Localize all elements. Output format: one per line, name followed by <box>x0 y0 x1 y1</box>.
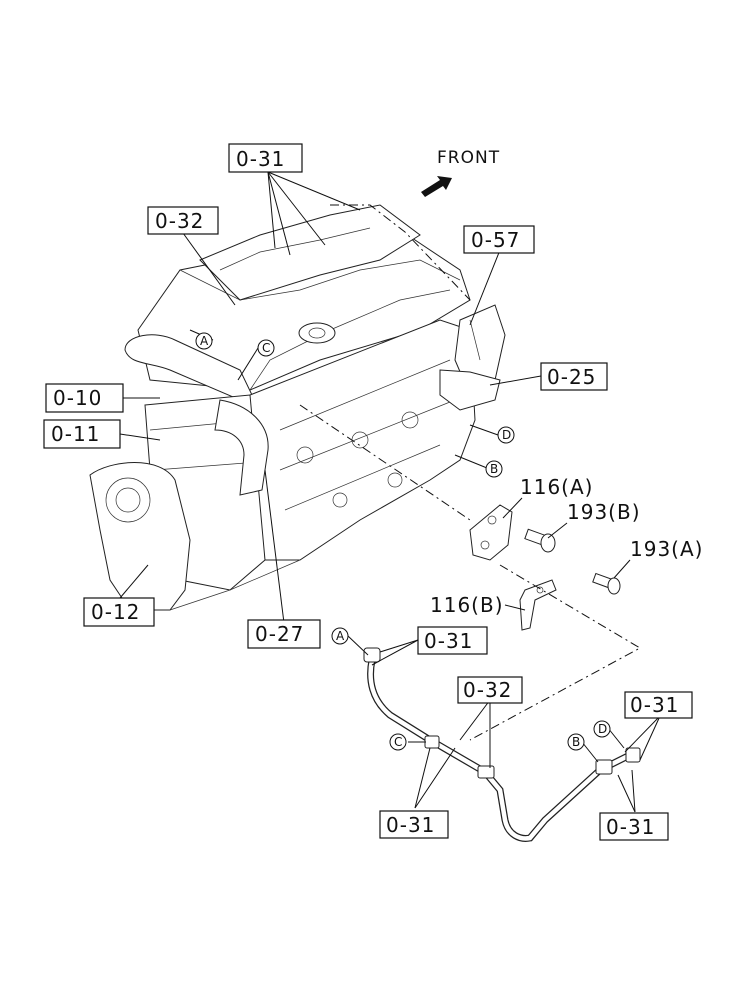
callout-0-57-label: 0-57 <box>471 228 520 252</box>
callout-0-10: 0-10 <box>45 383 124 413</box>
marker-c-engine: C <box>257 339 275 357</box>
callout-0-25-label: 0-25 <box>547 365 596 389</box>
svg-text:C: C <box>262 341 270 355</box>
marker-d-engine: D <box>497 426 515 444</box>
leader-lines <box>119 171 661 813</box>
callout-0-12: 0-12 <box>83 597 155 627</box>
callout-0-31-bottom-left-label: 0-31 <box>386 813 435 837</box>
callout-0-11-label: 0-11 <box>51 422 100 446</box>
callout-0-31-bottom-right: 0-31 <box>599 812 669 841</box>
callout-0-25: 0-25 <box>540 362 608 391</box>
marker-a-pipe: A <box>331 627 349 645</box>
callout-0-32-pipe-label: 0-32 <box>463 678 512 702</box>
engine-assembly <box>89 204 506 611</box>
phantom-line-bracket-2 <box>469 564 642 741</box>
front-label: FRONT <box>437 148 500 168</box>
front-arrow-icon <box>421 176 452 197</box>
marker-b-pipe: B <box>567 733 585 751</box>
part-193a-label: 193(A) <box>630 537 703 561</box>
callout-0-32-top: 0-32 <box>147 206 219 235</box>
part-193b-label: 193(B) <box>567 500 641 524</box>
callout-0-32-top-label: 0-32 <box>155 209 204 233</box>
part-116b-label: 116(B) <box>430 593 504 617</box>
callout-0-12-label: 0-12 <box>91 600 140 624</box>
svg-text:A: A <box>336 629 345 643</box>
marker-d-pipe: D <box>593 720 611 738</box>
bracket-116a-drawing <box>469 504 513 561</box>
svg-text:B: B <box>490 462 498 476</box>
callout-0-32-pipe: 0-32 <box>457 676 523 704</box>
callout-0-31-top-label: 0-31 <box>236 147 285 171</box>
callout-0-31-right: 0-31 <box>624 691 693 719</box>
bracket-116b-drawing <box>519 579 557 631</box>
callout-0-31-bottom-right-label: 0-31 <box>606 815 655 839</box>
phantom-line-bracket <box>299 404 471 521</box>
callout-0-31-right-label: 0-31 <box>630 693 679 717</box>
svg-text:B: B <box>572 735 580 749</box>
svg-text:C: C <box>394 735 402 749</box>
front-direction-indicator: FRONT <box>421 148 500 197</box>
svg-text:D: D <box>598 722 607 736</box>
bolt-193a-drawing <box>592 572 621 595</box>
pipe-assembly <box>363 647 641 842</box>
callout-0-27: 0-27 <box>247 619 321 649</box>
callout-0-31-a: 0-31 <box>417 626 488 655</box>
callout-0-57: 0-57 <box>463 225 535 254</box>
svg-text:A: A <box>200 334 209 348</box>
bolt-193b-drawing <box>524 528 556 553</box>
marker-a-engine: A <box>195 332 213 350</box>
callout-0-11: 0-11 <box>43 419 121 449</box>
marker-b-engine: B <box>485 460 503 478</box>
phantom-line-top <box>330 204 471 301</box>
callout-0-31-bottom-left: 0-31 <box>379 810 449 839</box>
callout-0-31-a-label: 0-31 <box>424 629 473 653</box>
svg-text:D: D <box>502 428 511 442</box>
callout-0-27-label: 0-27 <box>255 622 304 646</box>
callout-0-10-label: 0-10 <box>53 386 102 410</box>
callout-0-31-top: 0-31 <box>228 143 303 173</box>
part-116a-label: 116(A) <box>520 475 593 499</box>
marker-c-pipe: C <box>389 733 407 751</box>
